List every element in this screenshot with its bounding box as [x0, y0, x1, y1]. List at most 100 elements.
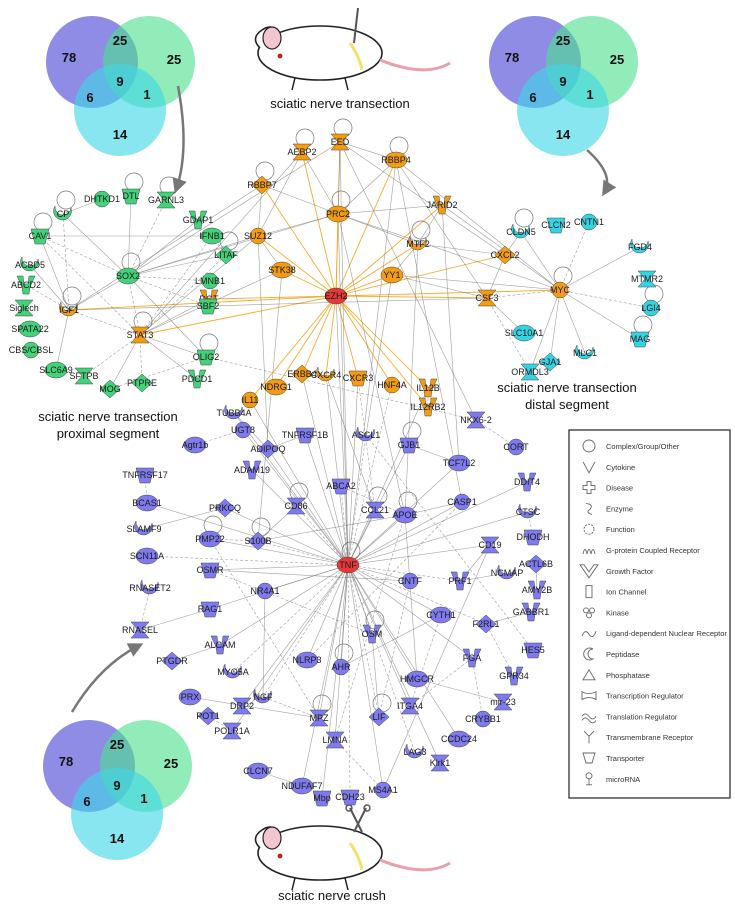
node-eed[interactable]: EED — [330, 133, 350, 151]
node-agtr1b[interactable]: Agtr1b — [182, 436, 209, 454]
node-cntn1[interactable]: CNTN1 — [574, 213, 604, 231]
node-adipoq[interactable]: ADIPOQ — [250, 439, 286, 459]
node-stk38[interactable]: STK38 — [268, 261, 296, 279]
node-tnfrsf17[interactable]: TNFRSF17 — [122, 467, 168, 484]
node-ptgdr[interactable]: PTGDR — [156, 651, 188, 671]
node-tcf7l2[interactable]: TCF7L2 — [443, 454, 476, 472]
node-prx[interactable]: PRX — [178, 688, 202, 706]
node-ccdc24[interactable]: CCDC24 — [441, 730, 477, 748]
node-lgi4[interactable]: LGI4 — [641, 299, 661, 317]
node-igf1[interactable]: IGF1 — [59, 301, 79, 317]
node-mbp[interactable]: Mbp — [312, 790, 332, 807]
node-pdcd1[interactable]: PDCD1 — [182, 369, 213, 389]
node-actl6b[interactable]: ACTL6B — [519, 554, 553, 574]
node-cort[interactable]: CORT — [503, 438, 529, 456]
node-hmgcr[interactable]: HMGCR — [400, 670, 434, 688]
node-il12b[interactable]: IL12B — [416, 378, 440, 398]
node-ncmap[interactable]: NCMAP — [491, 564, 524, 580]
node-slc6a9[interactable]: SLC6A9 — [39, 361, 73, 379]
node-mtmr2[interactable]: MTMR2 — [631, 270, 663, 288]
node-nr4a1[interactable]: NR4A1 — [250, 582, 280, 600]
node-ahr[interactable]: AHR — [331, 658, 351, 676]
node-tnfrsf1b[interactable]: TNFRSF1B — [282, 427, 329, 444]
node-hes5[interactable]: HES5 — [521, 642, 545, 659]
node-dhtkd1[interactable]: DHTKD1 — [84, 190, 120, 208]
node-acbd5[interactable]: ACBD5 — [15, 256, 45, 272]
node-sbf2[interactable]: SBF2 — [197, 298, 220, 315]
node-mpz[interactable]: MPZ — [309, 709, 330, 727]
node-ccl21[interactable]: CCL21 — [361, 501, 389, 519]
node-mir-23[interactable]: mir-23 — [490, 693, 516, 711]
node-osmr[interactable]: OSMR — [197, 562, 225, 579]
node-litaf[interactable]: LITAF — [214, 245, 238, 265]
node-drp2[interactable]: DRP2 — [230, 697, 254, 715]
node-nkx6-2[interactable]: NKX6-2 — [460, 411, 492, 429]
node-gabbr1[interactable]: GABBR1 — [513, 602, 550, 622]
node-cyth1[interactable]: CYTH1 — [426, 606, 456, 624]
node-tubb4a[interactable]: TUBB4A — [216, 404, 252, 420]
node-gpr34[interactable]: GPR34 — [499, 666, 529, 686]
node-adam19[interactable]: ADAM19 — [234, 460, 270, 480]
node-siglech[interactable]: Siglech — [9, 299, 39, 317]
node-erbb4[interactable]: ERBB4 — [287, 364, 317, 384]
node-abca2[interactable]: ABCA2 — [326, 478, 356, 495]
node-ezh2[interactable]: EZH2 — [324, 287, 348, 305]
node-cd86[interactable]: CD86 — [284, 497, 308, 515]
node-csf3[interactable]: CSF3 — [475, 289, 499, 307]
node-mog[interactable]: MOG — [99, 379, 121, 399]
node-fgd4[interactable]: FGD4 — [628, 238, 652, 254]
node-il12rb2[interactable]: IL12RB2 — [410, 397, 446, 417]
node-slamf9[interactable]: SLAMF9 — [126, 520, 162, 536]
node-fga[interactable]: FGA — [462, 648, 482, 668]
node-garnl3[interactable]: GARNL3 — [148, 191, 184, 209]
node-clcn7[interactable]: CLCN7 — [243, 762, 273, 780]
node-pot1[interactable]: POT1 — [196, 706, 220, 726]
node-cntf[interactable]: CNTF — [398, 572, 422, 590]
node-ms4a1[interactable]: MS4A1 — [368, 781, 398, 799]
node-ndufaf7[interactable]: NDUFAF7 — [281, 777, 323, 795]
node-rnaset2[interactable]: RNASET2 — [129, 579, 171, 595]
node-cxcr4[interactable]: CXCR4 — [311, 366, 342, 382]
node-mag[interactable]: MAG — [630, 331, 651, 348]
node-ormdl3[interactable]: ORMDL3 — [511, 363, 549, 381]
node-klrk1[interactable]: Klrk1 — [430, 754, 451, 772]
node-jarid2[interactable]: JARID2 — [426, 195, 458, 215]
node-aebp2[interactable]: AEBP2 — [287, 143, 317, 161]
node-cxcr3[interactable]: CXCR3 — [343, 370, 374, 387]
node-rbbp7[interactable]: RBBP7 — [247, 175, 277, 195]
node-crybb1[interactable]: CRYBB1 — [465, 710, 501, 728]
node-osm[interactable]: OSM — [362, 624, 383, 644]
node-gdap1[interactable]: GDAP1 — [183, 210, 214, 230]
node-ptpre[interactable]: PTPRE — [127, 373, 157, 393]
node-ngf[interactable]: NGF — [253, 688, 274, 704]
node-rbbp4[interactable]: RBBP4 — [381, 151, 411, 169]
node-itga4[interactable]: ITGA4 — [397, 697, 423, 715]
node-dtl[interactable]: DTL — [121, 188, 141, 205]
node-ddit4[interactable]: DDIT4 — [514, 472, 540, 492]
node-lag3[interactable]: LAG3 — [403, 743, 427, 759]
node-apoe[interactable]: APOE — [392, 506, 418, 524]
node-dhodh[interactable]: DHODH — [517, 529, 550, 546]
node-polr1a[interactable]: POLR1A — [214, 722, 250, 740]
node-prkcq[interactable]: PRKCQ — [209, 498, 241, 518]
node-bcas1[interactable]: BCAS1 — [132, 494, 162, 512]
node-ascl1[interactable]: ASCL1 — [352, 426, 381, 442]
node-cbs-cbsl[interactable]: CBS/CBSL — [9, 341, 54, 359]
node-rag1[interactable]: RAG1 — [198, 601, 223, 618]
node-ndrg1[interactable]: NDRG1 — [260, 378, 292, 396]
node-spata22[interactable]: SPATA22 — [11, 320, 49, 338]
node-gja1[interactable]: GJA1 — [539, 352, 562, 372]
node-cldn5[interactable]: CLDN5 — [506, 223, 536, 239]
node-rnasel[interactable]: RNASEL — [122, 621, 158, 639]
node-pmp22[interactable]: PMP22 — [195, 530, 225, 548]
node-lmnb1[interactable]: LMNB1 — [195, 272, 225, 290]
node-prc2[interactable]: PRC2 — [326, 205, 350, 223]
node-clcn2[interactable]: CLCN2 — [541, 217, 571, 234]
node-cp[interactable]: CP — [53, 205, 72, 221]
node-sftpb[interactable]: SFTPB — [69, 367, 99, 385]
node-myc[interactable]: MYC — [550, 281, 571, 299]
node-gjb1[interactable]: GJB1 — [398, 437, 421, 454]
node-cdh23[interactable]: CDH23 — [335, 789, 365, 806]
node-f2rl1[interactable]: F2RL1 — [472, 614, 500, 634]
node-s100b[interactable]: S100B — [244, 531, 272, 551]
